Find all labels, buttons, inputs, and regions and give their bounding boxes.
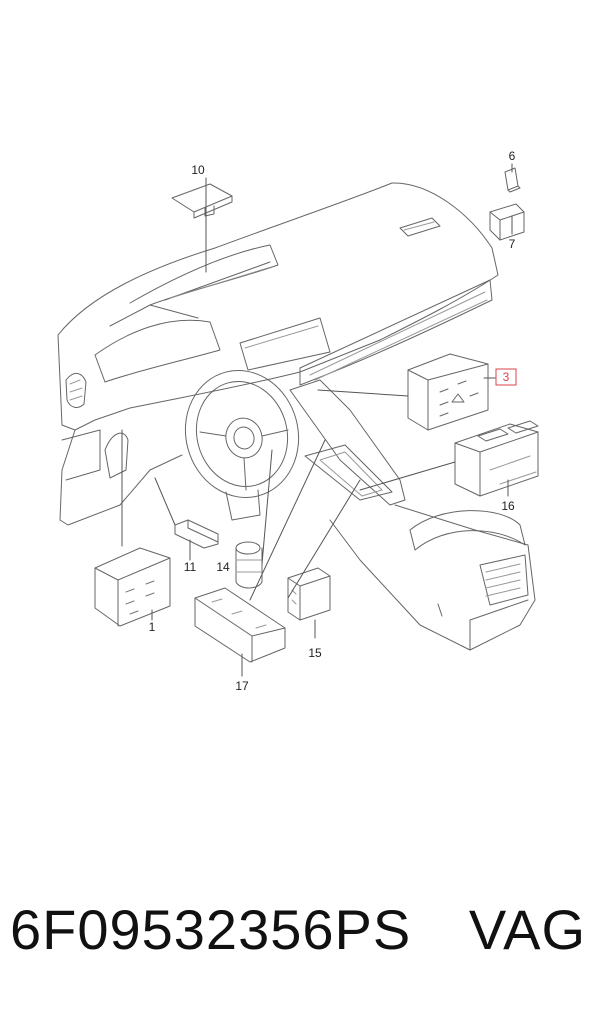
callout-label: 7 xyxy=(509,237,516,251)
part-7-shape xyxy=(489,203,525,241)
callout-label: 6 xyxy=(509,149,516,163)
part-1-shape xyxy=(94,547,171,627)
steering-wheel xyxy=(184,370,300,521)
part-17-shape xyxy=(194,587,286,663)
part-15-shape xyxy=(287,567,331,621)
brand-name: VAG xyxy=(468,898,586,961)
center-console xyxy=(289,379,536,651)
callout-label: 14 xyxy=(216,560,230,574)
part-number: 6F09532356PS xyxy=(10,898,412,961)
part-10-shape xyxy=(171,183,233,219)
footer: 6F09532356PS VAG xyxy=(0,880,600,1000)
parts-diagram: 6 7 10 3 16 11 14 15 1 17 xyxy=(57,149,539,693)
callout-label-highlighted: 3 xyxy=(503,370,510,384)
part-3-shape xyxy=(407,353,489,431)
leader-lines xyxy=(121,163,513,677)
part-16-shape xyxy=(454,420,539,497)
callout-labels: 6 7 10 3 16 11 14 15 1 17 xyxy=(149,149,517,693)
callout-label: 16 xyxy=(501,499,515,513)
callout-label: 10 xyxy=(191,163,205,177)
callout-label: 15 xyxy=(308,646,322,660)
part-14-shape xyxy=(235,541,263,589)
dashboard-outline xyxy=(57,182,499,526)
callout-label: 17 xyxy=(235,679,249,693)
callout-label: 11 xyxy=(184,560,197,574)
callout-highlight-box xyxy=(495,368,517,386)
part-11-shape xyxy=(174,519,219,549)
callout-label: 1 xyxy=(149,620,156,634)
